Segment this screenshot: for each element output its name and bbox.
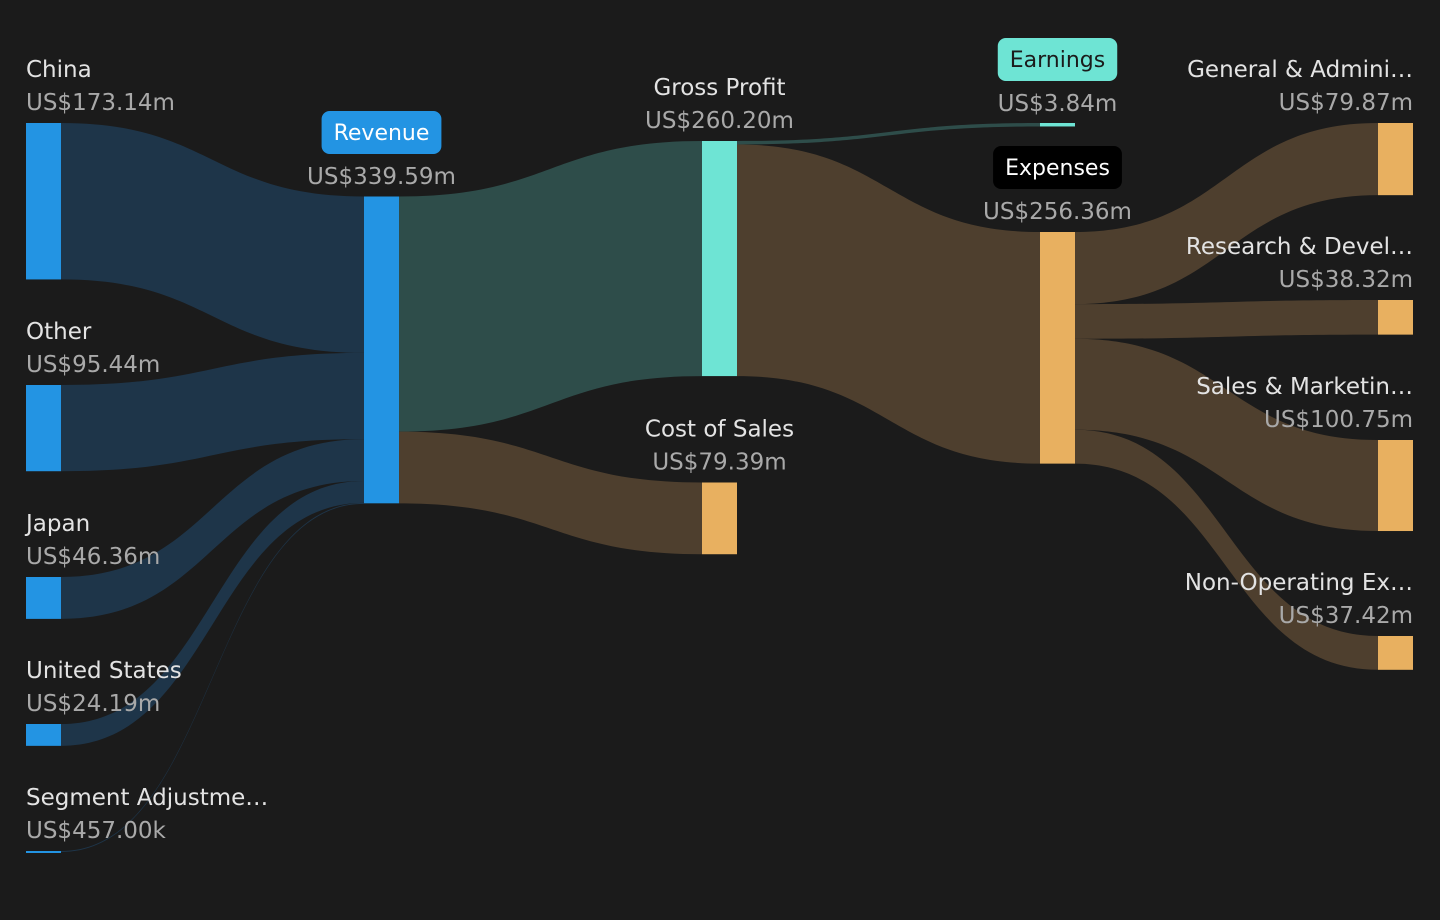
node-bar-nonop <box>1378 636 1413 670</box>
node-name-nonop: Non-Operating Ex… <box>1185 570 1413 596</box>
node-value-china: US$173.14m <box>26 90 175 116</box>
node-value-us: US$24.19m <box>26 691 160 717</box>
node-bar-earnings <box>1040 123 1075 127</box>
node-pill-revenue <box>321 111 442 154</box>
link-layer <box>61 123 1378 852</box>
node-name-cos: Cost of Sales <box>645 417 794 443</box>
node-layer <box>26 123 1413 853</box>
node-bar-revenue <box>364 196 399 504</box>
node-name-revenue: Revenue <box>334 121 430 146</box>
link-us-to-revenue <box>61 481 364 746</box>
node-name-ga: General & Admini… <box>1187 57 1413 83</box>
node-value-earnings: US$3.84m <box>998 91 1118 117</box>
node-bar-japan <box>26 577 61 619</box>
node-value-gross: US$260.20m <box>645 108 794 134</box>
node-bar-sm <box>1378 440 1413 532</box>
node-value-nonop: US$37.42m <box>1279 603 1413 629</box>
node-value-ga: US$79.87m <box>1279 90 1413 116</box>
node-pill-earnings <box>997 38 1118 81</box>
link-china-to-revenue <box>61 123 364 353</box>
node-bar-rd <box>1378 300 1413 335</box>
node-bar-china <box>26 123 61 280</box>
node-name-sm: Sales & Marketin… <box>1196 374 1413 400</box>
link-other-to-revenue <box>61 352 364 472</box>
node-name-other: Other <box>26 319 92 345</box>
link-gross-to-expenses <box>737 144 1040 464</box>
node-bar-expenses <box>1040 232 1075 464</box>
node-bar-us <box>26 724 61 746</box>
node-value-seg: US$457.00k <box>26 818 167 844</box>
node-name-rd: Research & Devel… <box>1186 234 1413 260</box>
node-name-seg: Segment Adjustme… <box>26 785 268 811</box>
node-bar-cos <box>702 482 737 555</box>
node-pill-expenses <box>993 146 1122 189</box>
node-name-gross: Gross Profit <box>653 75 785 101</box>
link-japan-to-revenue <box>61 439 364 619</box>
node-name-expenses: Expenses <box>1005 156 1110 181</box>
node-value-sm: US$100.75m <box>1264 407 1413 433</box>
node-bar-other <box>26 385 61 472</box>
label-layer: ChinaUS$173.14mOtherUS$95.44mJapanUS$46.… <box>24 38 1413 844</box>
node-value-expenses: US$256.36m <box>983 199 1132 225</box>
link-expenses-to-rd <box>1075 300 1378 339</box>
node-bar-ga <box>1378 123 1413 196</box>
node-value-revenue: US$339.59m <box>307 164 456 190</box>
node-bar-gross <box>702 141 737 377</box>
link-expenses-to-ga <box>1075 123 1378 305</box>
node-name-us: United States <box>26 658 182 684</box>
link-expenses-to-sm <box>1075 338 1378 532</box>
node-value-cos: US$79.39m <box>652 450 786 476</box>
node-name-earnings: Earnings <box>1010 48 1105 73</box>
node-value-rd: US$38.32m <box>1279 267 1413 293</box>
link-expenses-to-nonop <box>1075 429 1378 670</box>
link-revenue-to-cos <box>399 431 702 555</box>
node-name-china: China <box>26 57 92 83</box>
link-revenue-to-gross <box>399 141 702 432</box>
node-name-japan: Japan <box>24 511 90 537</box>
link-gross-to-earnings <box>737 123 1040 145</box>
node-value-japan: US$46.36m <box>26 544 160 570</box>
node-bar-seg <box>26 851 61 853</box>
node-value-other: US$95.44m <box>26 352 160 378</box>
link-seg-to-revenue <box>61 502 364 852</box>
